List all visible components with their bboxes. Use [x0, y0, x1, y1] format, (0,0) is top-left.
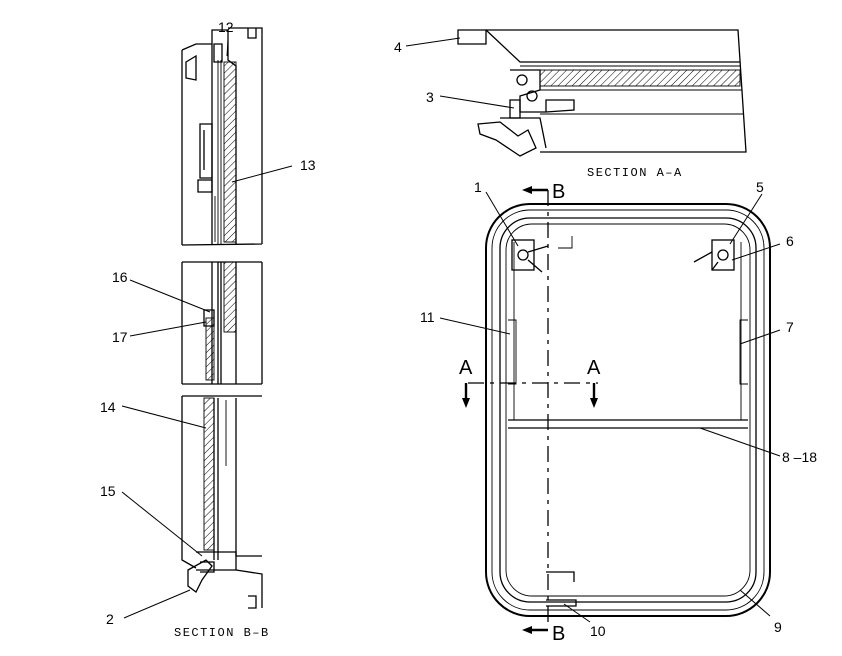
- callout-4: 4: [394, 39, 402, 55]
- leader-lines: [121, 37, 781, 623]
- section-b-b-middle-segment: [181, 261, 263, 385]
- cut-marker-b-top: B: [552, 181, 565, 203]
- callout-5: 5: [756, 179, 764, 195]
- cut-marker-a-right: A: [587, 357, 601, 379]
- section-b-b-bottom-segment: [181, 395, 263, 609]
- cut-marker-b-bottom: B: [552, 623, 565, 645]
- section-a-a-title: SECTION A–A: [587, 166, 683, 180]
- callout-2: 2: [106, 611, 114, 627]
- section-b-b-top-segment: [181, 27, 263, 246]
- callout-10: 10: [590, 623, 606, 639]
- section-b-b-title: SECTION B–B: [174, 626, 270, 640]
- callout-1: 1: [474, 179, 482, 195]
- callout-16: 16: [112, 269, 128, 285]
- latch-right: [693, 239, 735, 271]
- callout-3: 3: [426, 89, 434, 105]
- callout-13: 13: [300, 157, 316, 173]
- cutting-plane-a-a: [462, 382, 598, 408]
- window-front-view: [485, 203, 771, 617]
- callout-6: 6: [786, 233, 794, 249]
- callout-14: 14: [100, 399, 116, 415]
- callout-12: 12: [218, 19, 234, 35]
- callout-11: 11: [420, 309, 435, 325]
- callout-17: 17: [112, 329, 128, 345]
- callout-9: 9: [774, 619, 782, 635]
- section-a-a-view: [457, 29, 747, 157]
- callout-8-18: 8 –18: [782, 449, 817, 465]
- section-b-b-view: [181, 27, 263, 609]
- cutting-plane-b-b: [522, 186, 549, 634]
- latch-left: [511, 239, 549, 273]
- cut-marker-a-left: A: [459, 357, 473, 379]
- callout-7: 7: [786, 319, 794, 335]
- callout-15: 15: [100, 483, 116, 499]
